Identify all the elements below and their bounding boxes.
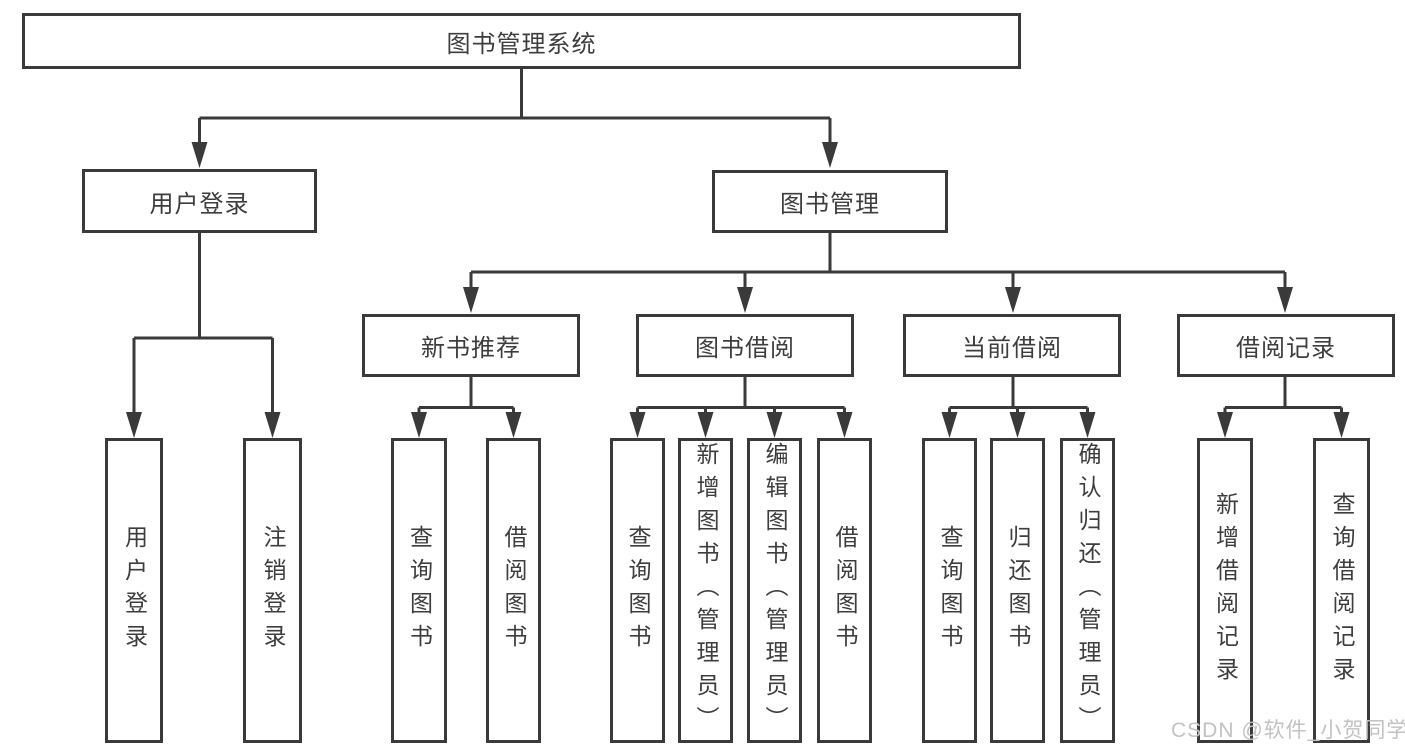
arrowhead-icon — [411, 412, 427, 438]
arrowhead-icon — [1079, 412, 1096, 438]
arrowhead-icon — [264, 412, 281, 438]
arrowhead-icon — [1005, 287, 1021, 313]
node-label: 图书管理 — [780, 191, 880, 218]
node-label: 新书推荐 — [421, 335, 521, 362]
node-label: 借阅图书 — [832, 524, 858, 657]
node-label: 用户登录 — [121, 524, 148, 657]
node-label: 编辑图书（管理员） — [762, 442, 788, 739]
arrowhead-icon — [941, 412, 958, 438]
arrowhead-icon — [126, 412, 142, 438]
arrowhead-icon — [836, 412, 853, 438]
node-label: 图书借阅 — [695, 335, 795, 362]
arrowhead-icon — [737, 287, 753, 313]
node-label: 用户登录 — [149, 190, 250, 218]
watermark: CSDN @软件_小贺同学 — [1171, 719, 1405, 742]
arrowhead-icon — [463, 287, 479, 313]
node-book-management: 图书管理 — [712, 170, 948, 233]
leaf-cb-confirm-return-admin: 确认归还（管理员） — [1060, 438, 1115, 743]
node-label: 新增图书（管理员） — [693, 442, 719, 739]
leaf-br-add-record: 新增借阅记录 — [1197, 438, 1253, 743]
node-borrowing-records: 借阅记录 — [1177, 314, 1395, 377]
arrowhead-icon — [1217, 412, 1233, 438]
node-book-management-system: 图书管理系统 — [22, 13, 1021, 69]
node-label: 查询图书 — [625, 524, 651, 657]
arrowhead-icon — [1277, 287, 1293, 313]
node-label: 借阅图书 — [501, 524, 527, 657]
node-user-login: 用户登录 — [82, 169, 317, 233]
leaf-bb-query-books: 查询图书 — [610, 438, 665, 743]
arrowhead-icon — [1009, 412, 1026, 438]
leaf-bb-edit-books-admin: 编辑图书（管理员） — [747, 438, 802, 743]
arrowhead-icon — [822, 142, 838, 168]
arrowhead-icon — [191, 142, 208, 168]
arrowhead-icon — [1333, 412, 1350, 438]
leaf-bb-add-books-admin: 新增图书（管理员） — [678, 438, 733, 743]
node-label: 新增借阅记录 — [1212, 491, 1239, 690]
node-label: 当前借阅 — [962, 335, 1062, 362]
node-label: 归还图书 — [1005, 524, 1031, 657]
arrowhead-icon — [629, 412, 646, 438]
node-label: 确认归还（管理员） — [1075, 442, 1101, 739]
node-label: 查询图书 — [937, 524, 963, 657]
leaf-cb-return-books: 归还图书 — [990, 438, 1045, 743]
node-book-borrowing: 图书借阅 — [636, 314, 854, 377]
leaf-rec-query-books: 查询图书 — [391, 438, 447, 743]
arrowhead-icon — [697, 412, 714, 438]
node-label: 查询借阅记录 — [1329, 491, 1355, 690]
node-label: 借阅记录 — [1236, 335, 1336, 362]
node-new-book-recommendation: 新书推荐 — [362, 314, 580, 377]
leaf-rec-borrow-books: 借阅图书 — [486, 438, 541, 743]
node-label: 图书管理系统 — [446, 30, 597, 58]
leaf-user-login: 用户登录 — [105, 438, 163, 743]
arrowhead-icon — [766, 412, 783, 438]
node-label: 查询图书 — [406, 524, 433, 657]
leaf-bb-borrow-books: 借阅图书 — [817, 438, 872, 743]
arrowhead-icon — [505, 412, 522, 438]
node-current-borrowing: 当前借阅 — [903, 314, 1121, 377]
node-label: 注销登录 — [260, 524, 286, 657]
leaf-logout: 注销登录 — [243, 438, 302, 743]
leaf-br-query-record: 查询借阅记录 — [1313, 438, 1370, 743]
leaf-cb-query-books: 查询图书 — [922, 438, 977, 743]
